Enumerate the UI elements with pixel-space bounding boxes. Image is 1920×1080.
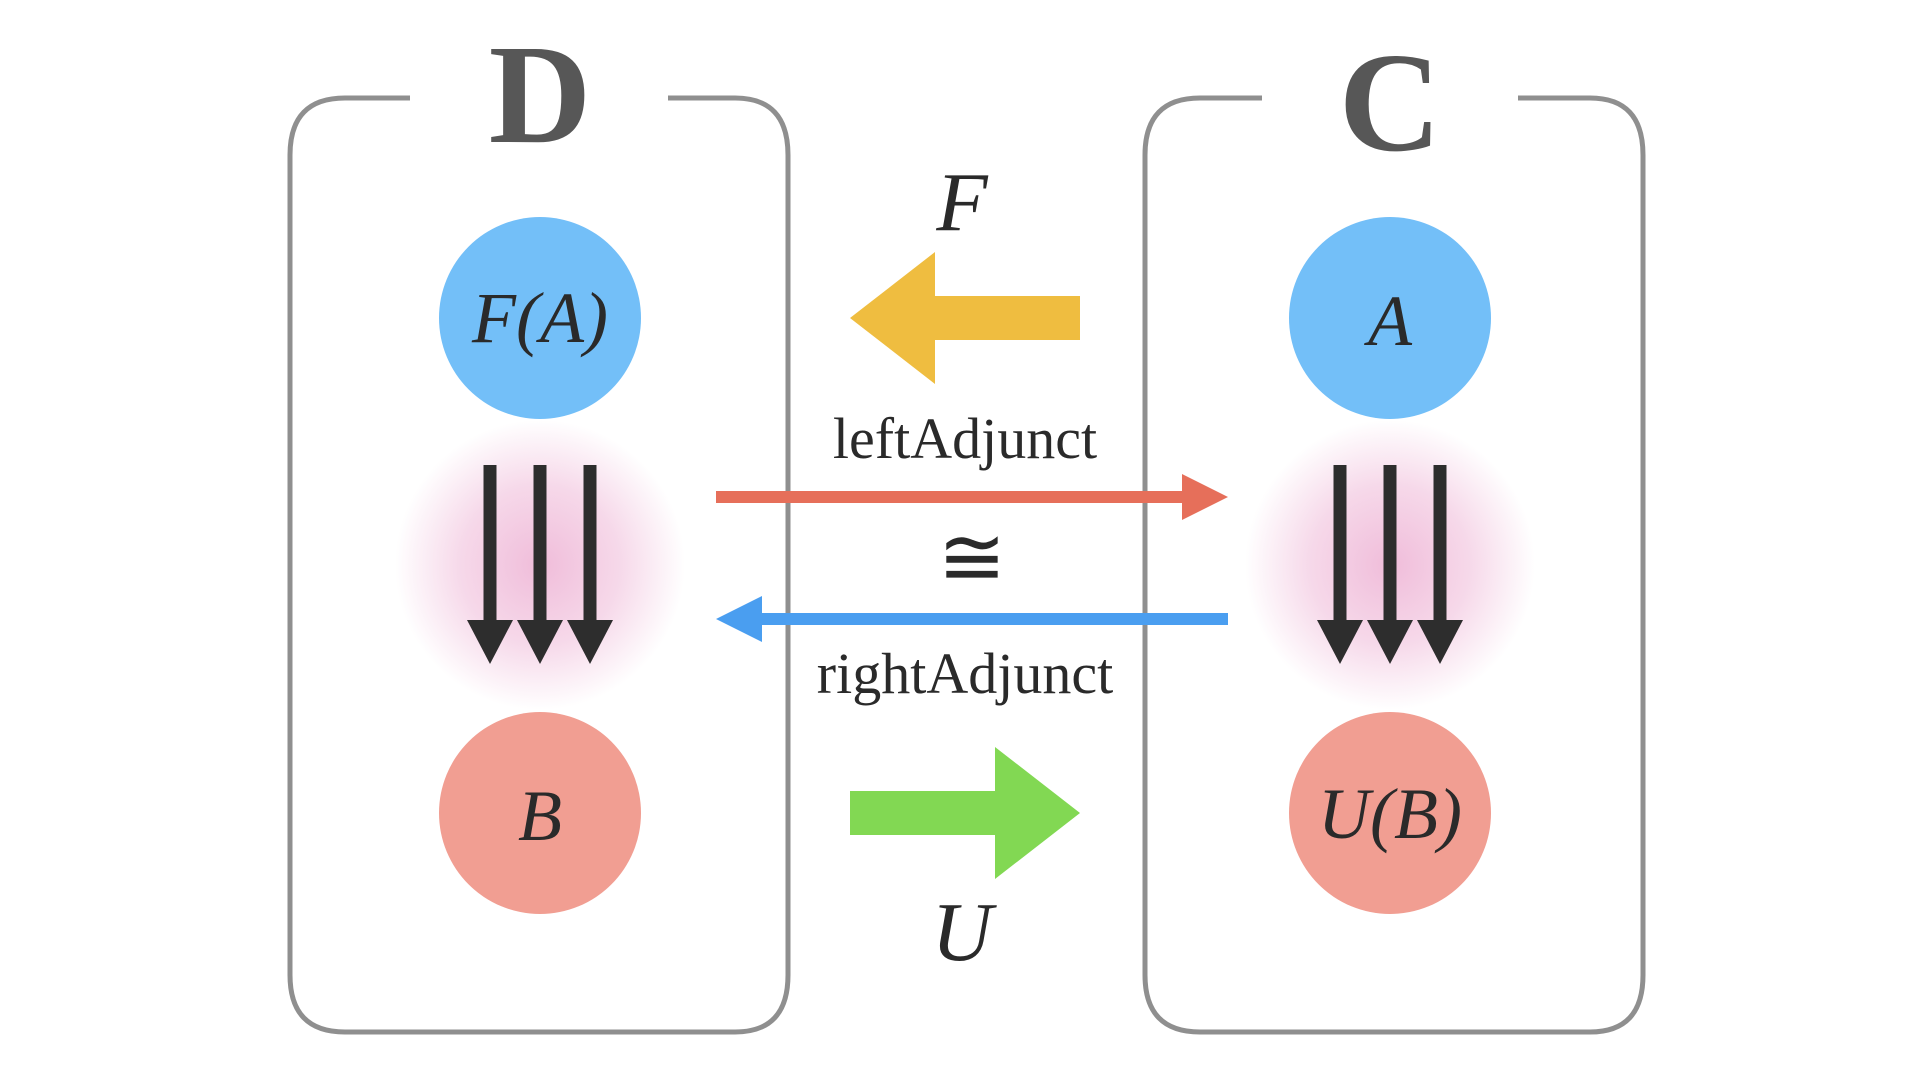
category-d-frame <box>287 95 791 1035</box>
functor-u-arrow <box>850 747 1080 879</box>
category-c-frame <box>1142 95 1646 1035</box>
object-a-circle <box>1289 217 1491 419</box>
object-fa-label: F(A) <box>471 278 608 358</box>
right-adjunct-label: rightAdjunct <box>817 641 1113 706</box>
object-ub-label: U(B) <box>1318 774 1462 854</box>
hom-arrow-d-2 <box>517 465 563 664</box>
hom-arrow-c-1 <box>1317 465 1363 664</box>
object-b-label: B <box>518 776 562 856</box>
right-adjunct-arrow <box>716 596 1228 642</box>
object-a-label: A <box>1364 281 1413 361</box>
category-c-title: C <box>1339 23 1442 181</box>
hom-arrow-d-1 <box>467 465 513 664</box>
object-fa-circle <box>439 217 641 419</box>
hom-arrows-d <box>467 465 613 664</box>
object-ub-circle <box>1289 712 1491 914</box>
hom-arrow-c-2 <box>1367 465 1413 664</box>
hom-arrow-c-3 <box>1417 465 1463 664</box>
hom-arrows-c <box>1317 465 1463 664</box>
functor-f-arrow <box>850 252 1080 384</box>
object-b-circle <box>439 712 641 914</box>
iso-symbol: ≅ <box>938 512 1007 603</box>
hom-arrow-d-3 <box>567 465 613 664</box>
functor-u-label: U <box>932 886 998 979</box>
category-d-title: D <box>489 15 592 173</box>
functor-f-label: F <box>935 156 989 249</box>
left-adjunct-label: leftAdjunct <box>833 406 1097 471</box>
left-adjunct-arrow <box>716 474 1228 520</box>
